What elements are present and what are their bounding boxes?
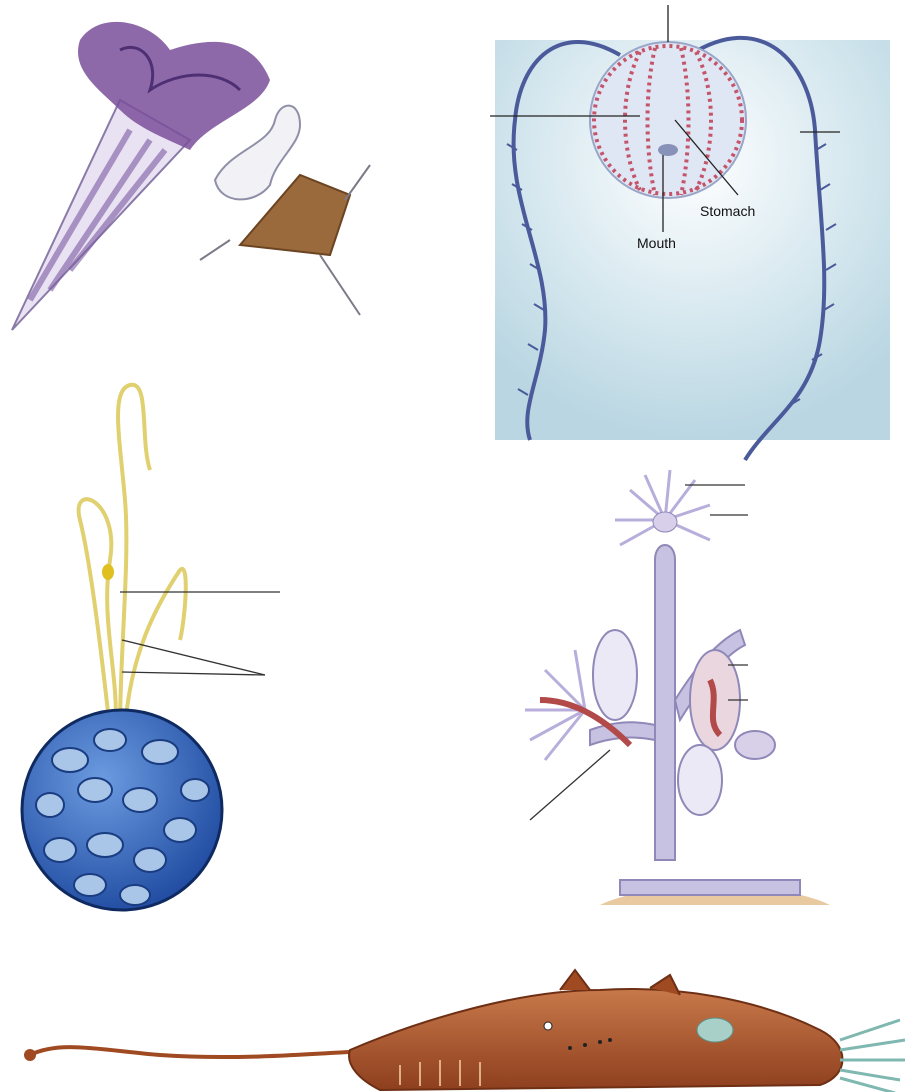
hydroid-colony-illustration bbox=[525, 470, 830, 905]
stomach-label: Stomach bbox=[700, 203, 755, 219]
lure-filament bbox=[30, 1047, 380, 1057]
swimming-snail-illustration bbox=[200, 106, 370, 315]
flagellum-three bbox=[125, 569, 186, 730]
mouth-label: Mouth bbox=[637, 235, 676, 251]
flagellum-one bbox=[79, 499, 116, 730]
anglerfish-illustration bbox=[24, 970, 905, 1092]
ctenophore-illustration: Stomach Mouth bbox=[490, 5, 890, 460]
tail-fin bbox=[840, 1020, 905, 1092]
coccolithophore-illustration bbox=[22, 385, 280, 910]
